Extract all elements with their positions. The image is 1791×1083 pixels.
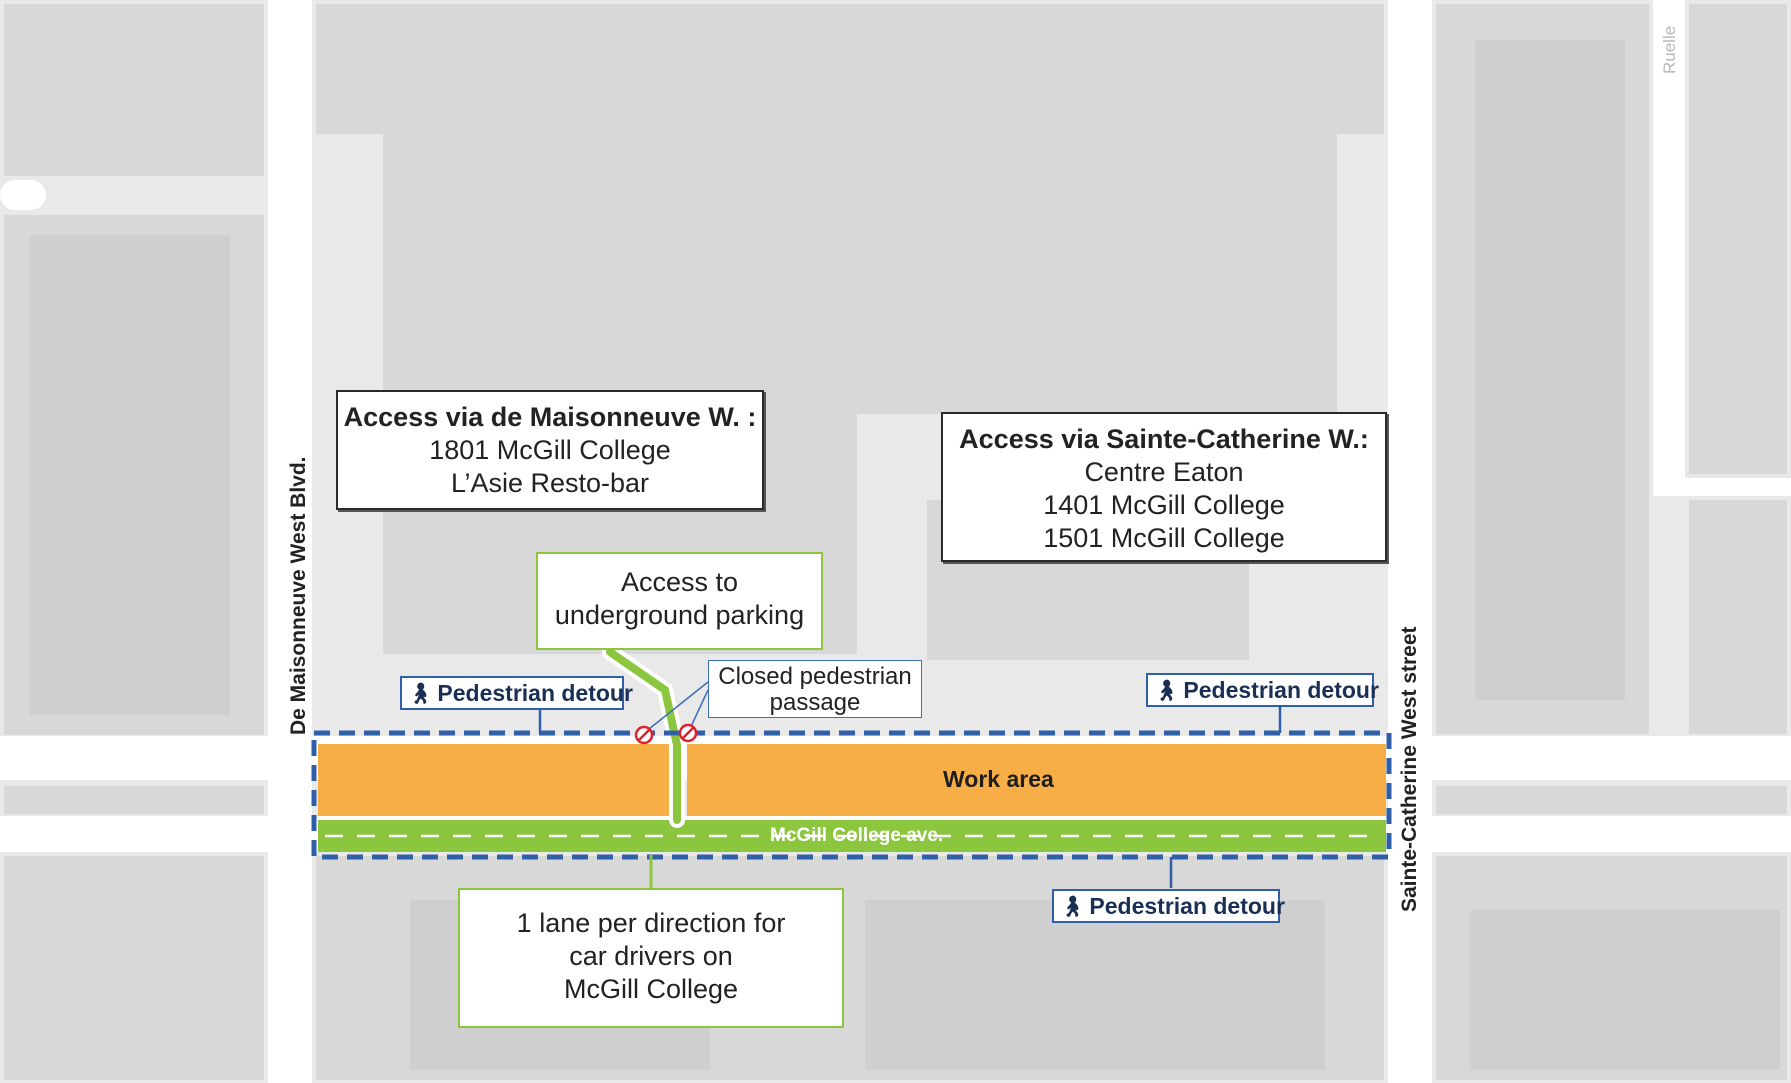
detour-perimeter: [311, 730, 1392, 860]
access-maisonneuve-heading: Access via de Maisonneuve W. :: [343, 402, 757, 432]
lane-note-line: McGill College: [563, 974, 739, 1004]
parking-access-line: Access to: [620, 567, 739, 597]
closed-passage-line: Closed pedestrian: [718, 663, 912, 690]
pedestrian-detour-text: Pedestrian detour: [437, 679, 633, 706]
access-sainte-catherine-line: 1401 McGill College: [1043, 490, 1285, 520]
access-sainte-catherine-box: Access via Sainte-Catherine W.: Centre E…: [941, 412, 1387, 562]
closed-passage-line: passage: [769, 689, 861, 716]
parking-access-line: underground parking: [554, 600, 805, 630]
pedestrian-detour-text: Pedestrian detour: [1183, 676, 1379, 703]
access-sainte-catherine-heading: Access via Sainte-Catherine W.:: [959, 424, 1369, 454]
work-area-west: [318, 744, 669, 816]
alley-branch: [1653, 478, 1791, 496]
access-maisonneuve-line: L’Asie Resto-bar: [450, 468, 650, 498]
access-maisonneuve-box: Access via de Maisonneuve W. : 1801 McGi…: [336, 390, 764, 510]
lane-note-line: 1 lane per direction for: [516, 908, 786, 938]
pedestrian-detour-label: 🚶︎ Pedestrian detour: [1146, 673, 1379, 707]
parking-access-box: Access to underground parking: [536, 552, 823, 650]
alley: [1653, 0, 1685, 495]
pedestrian-detour-text: Pedestrian detour: [1089, 892, 1285, 919]
access-sainte-catherine-line: Centre Eaton: [1084, 457, 1244, 487]
avenue-label: McGill College ave.: [770, 825, 944, 846]
lane-note-box: 1 lane per direction for car drivers on …: [458, 888, 844, 1028]
pedestrian-detour-label: 🚶︎ Pedestrian detour: [400, 676, 633, 710]
lane-note-line: car drivers on: [569, 941, 733, 971]
work-area-east: [687, 744, 1386, 816]
access-maisonneuve-line: 1801 McGill College: [429, 435, 671, 465]
street-label-east: Sainte-Catherine West street: [1398, 626, 1421, 912]
pedestrian-icon: 🚶︎: [1060, 895, 1086, 918]
pedestrian-icon: 🚶︎: [1154, 679, 1180, 702]
detour-connectors: [538, 706, 1282, 888]
road-stub: [0, 180, 46, 210]
pedestrian-detour-label: 🚶︎ Pedestrian detour: [1052, 889, 1285, 923]
closed-sign-icon: [678, 723, 698, 743]
road-sainte-catherine: [1388, 0, 1432, 1083]
closed-passage-box: Closed pedestrian passage: [708, 660, 922, 718]
parking-access-path: [606, 648, 681, 824]
pedestrian-icon: 🚶︎: [408, 682, 434, 705]
alley-label: Ruelle: [1660, 25, 1679, 74]
street-label-west: De Maisonneuve West Blvd.: [287, 456, 310, 735]
access-sainte-catherine-line: 1501 McGill College: [1043, 523, 1285, 553]
road-de-maisonneuve: [268, 0, 312, 1083]
work-area-label: Work area: [943, 766, 1054, 792]
closed-sign-icon: [634, 725, 654, 745]
